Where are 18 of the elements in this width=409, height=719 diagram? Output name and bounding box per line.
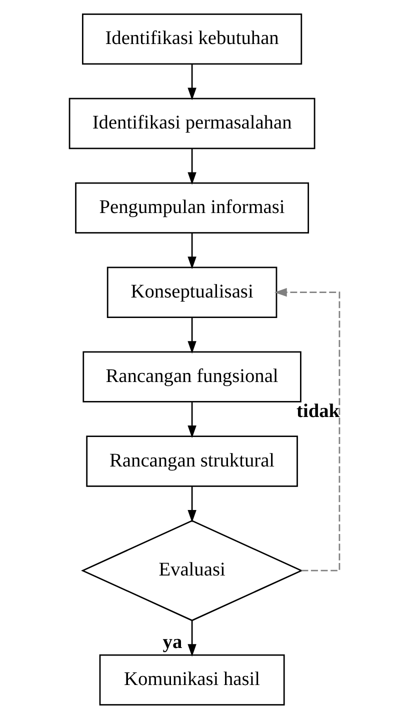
node-box: Identifikasi permasalahan — [68, 98, 316, 150]
node-box: Rancangan fungsional — [82, 351, 302, 402]
arrow — [274, 288, 340, 572]
edge-label: tidak — [296, 401, 340, 422]
arrow — [188, 318, 196, 354]
arrow — [188, 402, 196, 438]
arrow — [188, 620, 196, 657]
node-box: Komunikasi hasil — [99, 654, 285, 706]
node-box: Identifikasi kebutuhan — [82, 13, 302, 65]
node-box: Pengumpulan informasi — [75, 182, 310, 234]
arrow — [188, 233, 196, 270]
edge-label: ya — [162, 632, 182, 653]
arrow — [188, 64, 196, 100]
node-box: Rancangan struktural — [86, 436, 298, 487]
node-diamond: Evaluasi — [81, 520, 304, 622]
arrow — [188, 486, 196, 522]
arrow — [188, 148, 196, 185]
node-box: Konseptualisasi — [106, 266, 278, 318]
